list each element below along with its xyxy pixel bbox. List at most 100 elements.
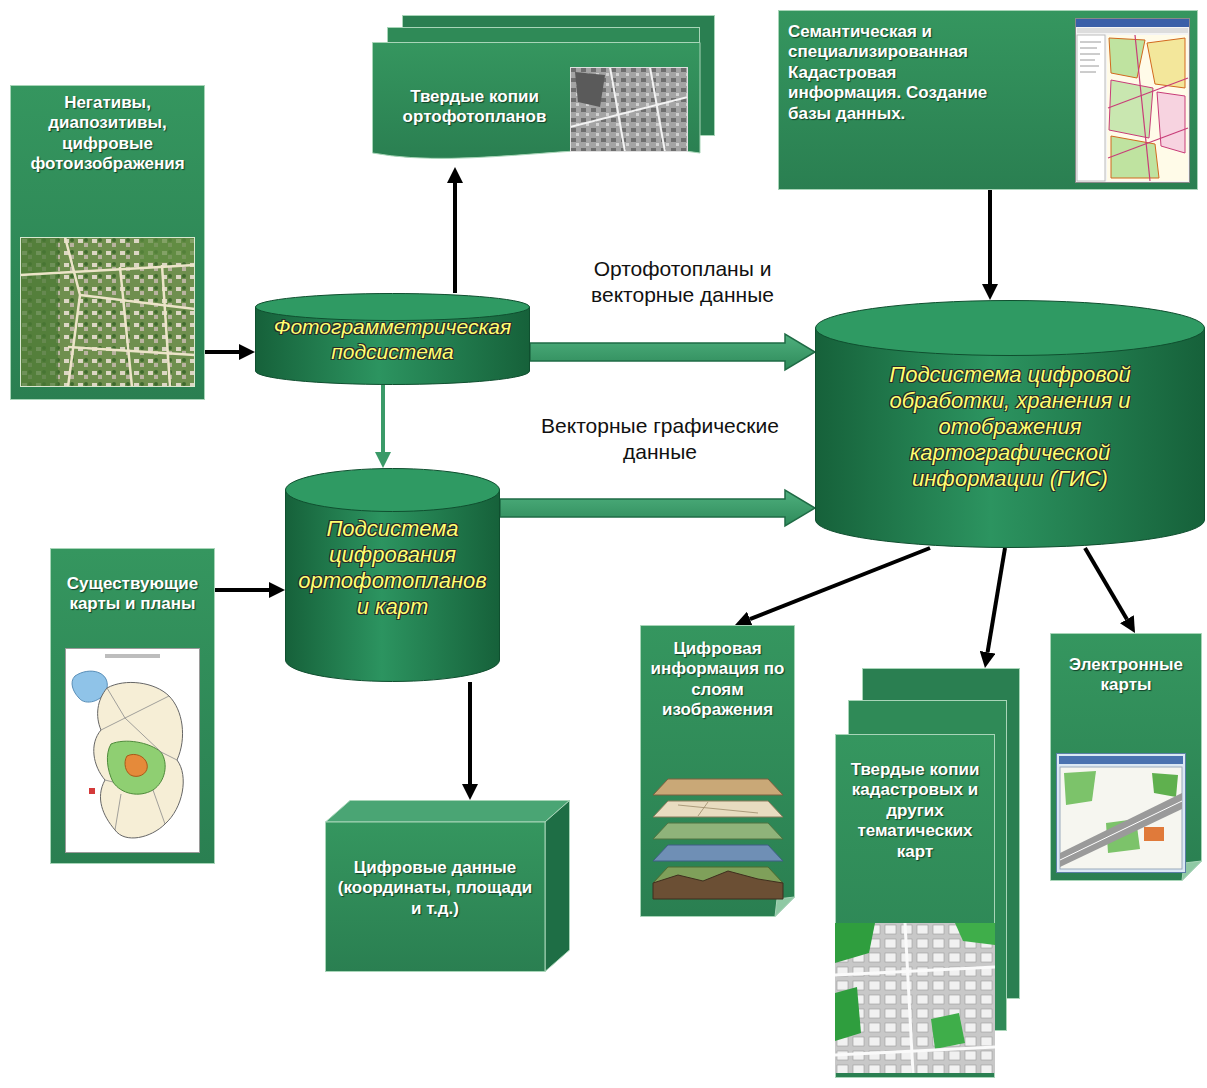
box-label: Существующие карты и планы [55, 574, 210, 615]
illustration-part [1107, 35, 1188, 181]
illustration-part [1060, 767, 1182, 869]
block-top [326, 801, 570, 823]
illustration-part [653, 779, 783, 795]
box-outline [11, 86, 205, 400]
edge-label: Ортофотопланы и векторные данные [555, 256, 810, 309]
illustration-part [68, 347, 195, 355]
illustration-part [653, 871, 783, 899]
illustration-part [1109, 80, 1153, 138]
cylinder-body [816, 328, 1205, 547]
box-label: Негативы, диапозитивы, цифровые фотоизоб… [15, 93, 200, 175]
illustration-part [575, 72, 605, 107]
cylinder-top [816, 301, 1205, 356]
illustration-part [1080, 60, 1095, 61]
illustration-part [698, 802, 708, 816]
cylinder-top [286, 469, 500, 512]
box-label: Твердые копии кадастровых и других темат… [840, 760, 990, 862]
block-side [545, 801, 570, 972]
illustration-part [107, 741, 165, 794]
illustration-part [653, 823, 783, 839]
illustration-part [678, 802, 758, 816]
flow-arrow [215, 588, 269, 592]
illustration-part [1076, 19, 1190, 183]
gis-screenshot [1075, 18, 1190, 183]
sheet-fold [775, 897, 795, 917]
illustration-part [1080, 54, 1100, 55]
box-outline [51, 549, 215, 864]
illustration-part [120, 267, 132, 387]
illustration-part [650, 67, 665, 152]
illustration-part [105, 780, 113, 782]
gis-cylinder: Подсистема цифровой обработки, хранения … [815, 300, 1205, 548]
illustration-part [140, 237, 195, 262]
illustration-part [1109, 38, 1145, 78]
illustration-part [1111, 136, 1159, 178]
box-label: Семантическая и специализированная Кадас… [788, 22, 998, 124]
illustration-part [66, 649, 200, 853]
sheet-front [836, 735, 995, 1078]
flow-arrow [750, 548, 930, 619]
illustration-part [835, 987, 861, 1041]
illustration-part [570, 67, 688, 152]
box-label: Твердые копии ортофотопланов [382, 87, 567, 128]
data-flow-arrow [530, 334, 815, 370]
flow-arrow [205, 350, 239, 354]
illustration-part [1080, 72, 1096, 73]
aerial-photo [20, 237, 195, 387]
illustration-part [1152, 773, 1178, 797]
illustration-part [161, 752, 177, 760]
source-box: Негативы, диапозитивы, цифровые фотоизоб… [10, 85, 205, 400]
illustration-part [107, 688, 169, 718]
illustration-part [153, 790, 165, 824]
illustration-part [115, 794, 121, 830]
illustration-part [1080, 66, 1099, 67]
illustration-part [105, 654, 160, 658]
node-shape [255, 293, 530, 385]
illustration-part [1077, 28, 1188, 33]
illustration-part [1076, 19, 1189, 27]
illustration-part [835, 923, 875, 963]
orthophoto-thumbnail [570, 67, 688, 152]
flow-arrow [988, 548, 1005, 652]
output-stack: Твердые копии кадастровых и других темат… [835, 668, 1020, 1078]
cylinder-label: Подсистема цифровой обработки, хранения … [880, 362, 1140, 492]
illustration-part [570, 97, 688, 127]
illustration-part [653, 801, 783, 817]
illustration-part [1064, 771, 1096, 805]
illustration-part [1059, 756, 1183, 764]
cylinder-label: Фотограмметрическая подсистема [260, 315, 525, 365]
illustration-part [1077, 35, 1105, 181]
illustration-part [653, 845, 783, 861]
box-label: Цифровая информация по слоям изображения [645, 639, 790, 721]
flow-arrow [468, 682, 472, 784]
illustration-part [678, 805, 758, 813]
illustration-part [20, 237, 195, 387]
layer-stack [648, 771, 788, 906]
illustration-part [835, 923, 995, 1073]
illustration-part [570, 67, 688, 152]
cylinder-body [256, 307, 530, 385]
illustration-part [1080, 42, 1101, 43]
illustration-part [835, 1047, 995, 1055]
illustration-part [125, 754, 147, 776]
existing-map [65, 648, 200, 853]
illustration-part [1108, 35, 1188, 181]
illustration-part [955, 923, 995, 945]
illustration-part [1060, 793, 1182, 867]
flow-arrow [381, 385, 385, 452]
source-box: Существующие карты и планы [50, 548, 215, 864]
illustration-part [1135, 35, 1150, 181]
illustration-part [1080, 42, 1101, 72]
output-block: Цифровые данные (координаты, площади и т… [325, 800, 570, 972]
illustration-part [89, 788, 95, 794]
illustration-part [1060, 801, 1182, 860]
flow-arrow [1085, 548, 1127, 619]
cylinder-body [286, 490, 500, 681]
illustration-part [835, 967, 995, 975]
subsystem-cylinder: Подсистема цифрования ортофотопланов и к… [285, 468, 500, 682]
illustration-part [101, 688, 177, 830]
box-label: Цифровые данные (координаты, площади и т… [331, 858, 539, 919]
illustration-part [1147, 38, 1185, 88]
illustration-part [1108, 78, 1188, 108]
